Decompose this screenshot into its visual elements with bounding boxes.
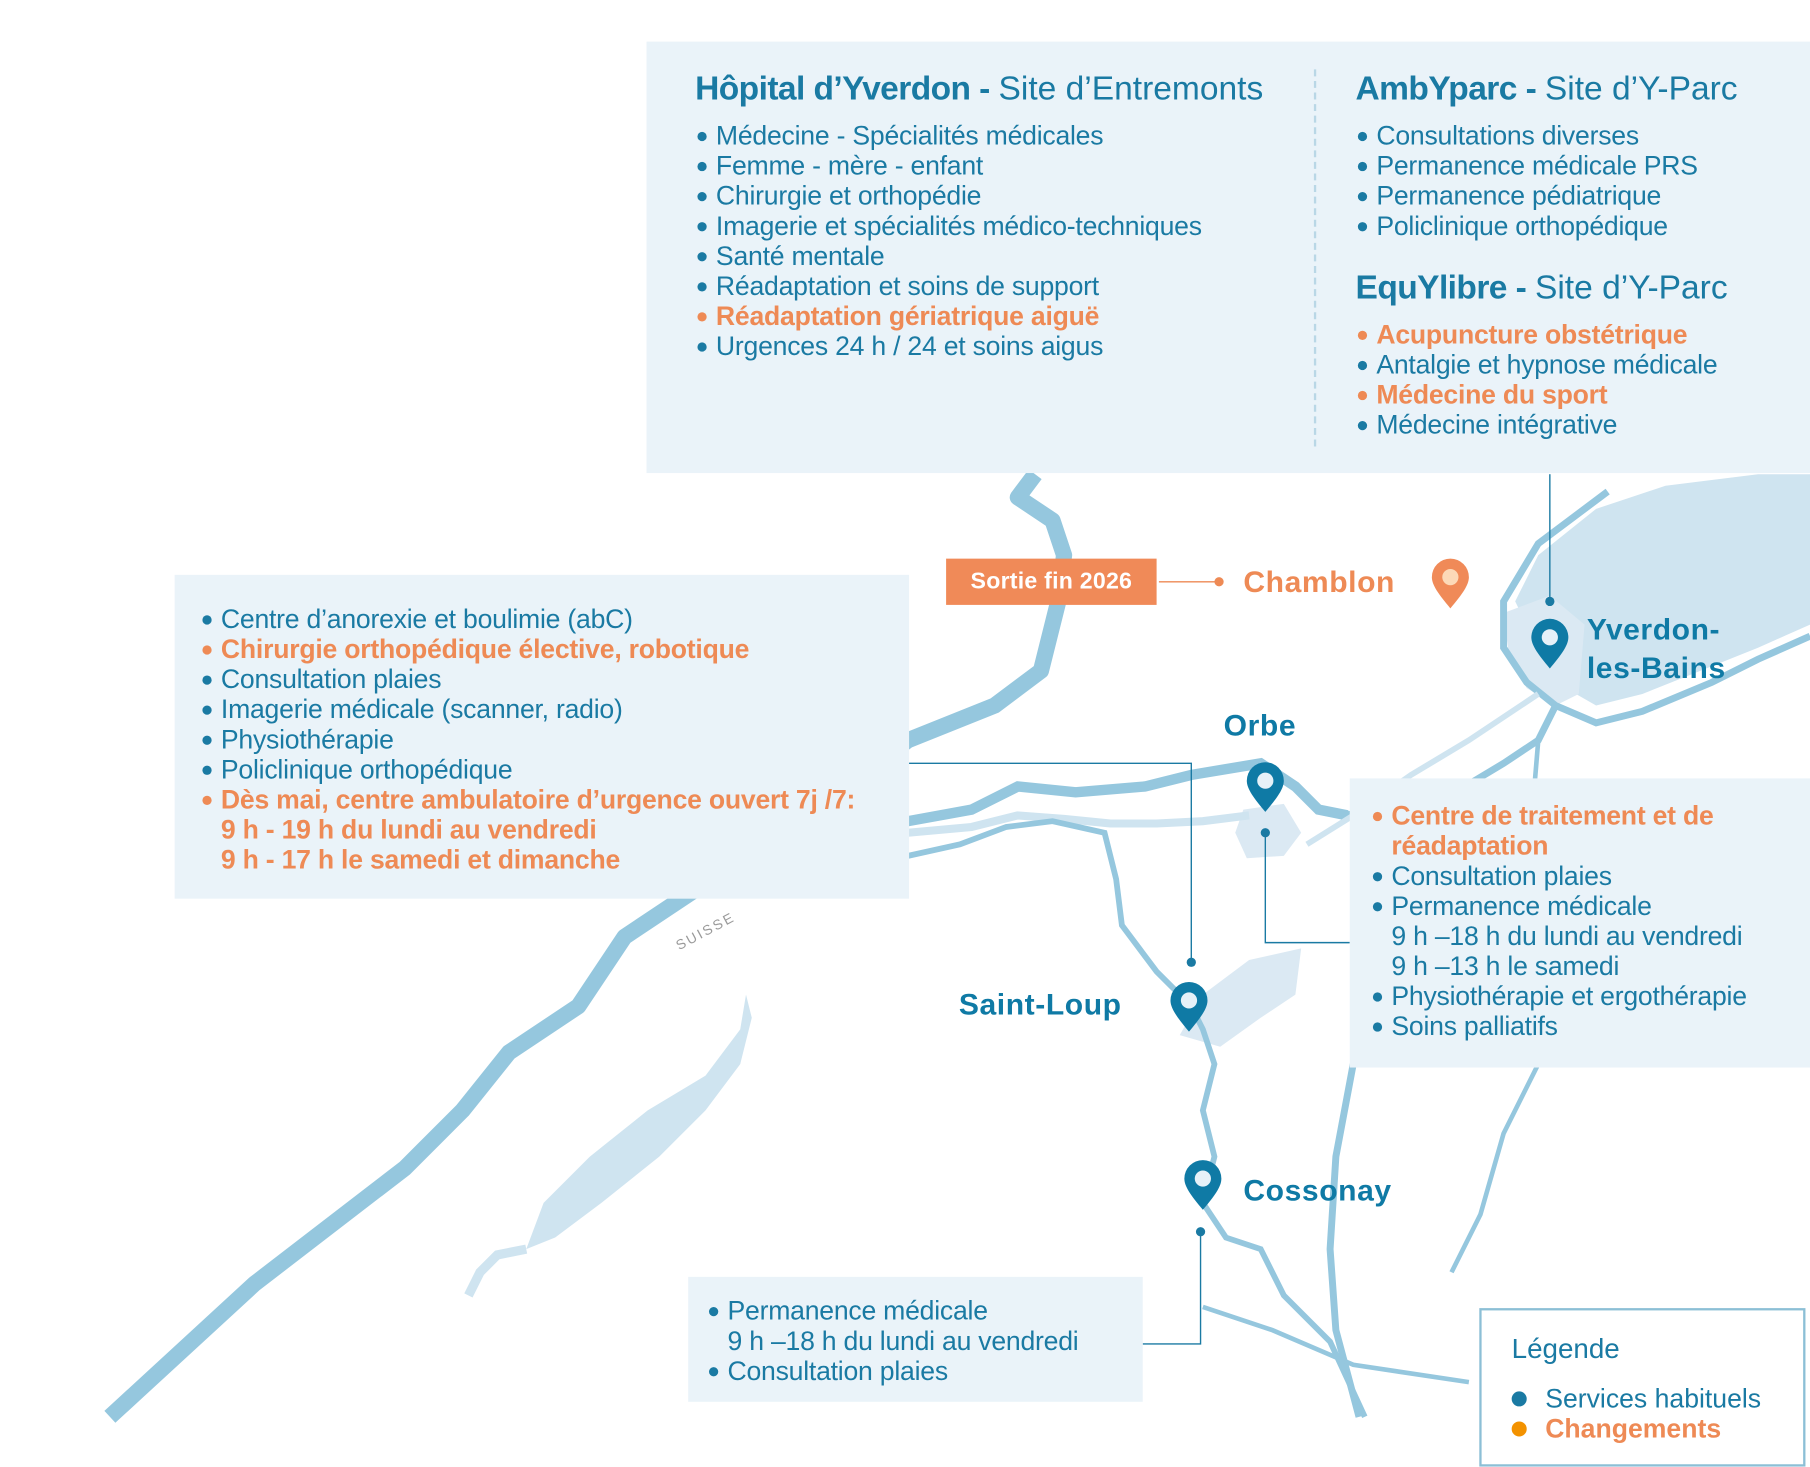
service-item: Femme - mère - enfant xyxy=(695,150,1263,180)
pin-chamblon-icon xyxy=(1431,558,1469,609)
legend-change: Changements xyxy=(1511,1413,1721,1444)
pin-saint-loup-icon xyxy=(1170,981,1208,1032)
service-item: Santé mentale xyxy=(695,241,1263,271)
place-cossonay: Cossonay xyxy=(1243,1172,1392,1208)
service-hours: 9 h - 19 h du lundi au vendredi xyxy=(220,814,597,845)
legend: Légende Services habituels Changements xyxy=(1479,1308,1806,1467)
service-item-change: Acupuncture obstétrique xyxy=(1356,319,1728,349)
service-item: Antalgie et hypnose médicale xyxy=(1356,349,1728,379)
service-item: Chirurgie et orthopédie xyxy=(695,180,1263,211)
column-divider xyxy=(1313,69,1317,447)
service-item: Consultation plaies xyxy=(1371,861,1747,891)
service-item: Médecine - Spécialités médicales xyxy=(695,120,1263,150)
service-item: Permanence médicale xyxy=(1371,891,1747,921)
saint-loup-services: Centre de traitement et de réadaptation … xyxy=(1371,800,1747,1041)
service-item-change: Dès mai, centre ambulatoire d’urgence ou… xyxy=(200,784,855,814)
blue-dot-icon xyxy=(1511,1391,1527,1407)
place-chamblon: Chamblon xyxy=(1243,564,1395,600)
service-item: Imagerie et spécialités médico-technique… xyxy=(695,211,1263,241)
entremonts-title: Hôpital d’Yverdon - Site d’Entremonts xyxy=(695,70,1264,108)
place-orbe: Orbe xyxy=(1223,707,1297,743)
place-saint-loup: Saint-Loup xyxy=(958,986,1122,1022)
ambyparc-title: AmbYparc - Site d’Y-Parc xyxy=(1355,70,1738,108)
service-item-change: Réadaptation gériatrique aiguë xyxy=(695,301,1263,331)
service-item: Permanence médicale xyxy=(707,1295,1079,1325)
sortie-badge: Sortie fin 2026 xyxy=(946,558,1157,605)
entremonts-block: Hôpital d’Yverdon - Site d’Entremonts Mé… xyxy=(695,69,1264,361)
service-item: Permanence pédiatrique xyxy=(1356,180,1738,211)
service-hours: 9 h –18 h du lundi au vendredi xyxy=(1391,920,1743,951)
equylibre-title: EquYlibre - Site d’Y-Parc xyxy=(1355,269,1728,307)
service-item: Centre d’anorexie et boulimie (abC) xyxy=(200,604,855,634)
service-item: Permanence médicale PRS xyxy=(1356,150,1738,180)
service-hours: 9 h –18 h du lundi au vendredi xyxy=(727,1325,1079,1356)
service-item: Consultation plaies xyxy=(707,1356,1079,1386)
service-item: Imagerie médicale (scanner, radio) xyxy=(200,694,855,724)
orange-dot-icon xyxy=(1511,1421,1527,1437)
service-item: Policlinique orthopédique xyxy=(1356,211,1738,241)
equylibre-block: EquYlibre - Site d’Y-Parc Acupuncture ob… xyxy=(1356,268,1728,439)
service-hours: 9 h - 17 h le samedi et dimanche xyxy=(220,844,621,875)
legend-usual: Services habituels xyxy=(1511,1383,1761,1414)
service-item: Consultations diverses xyxy=(1356,120,1738,150)
service-item: Physiothérapie xyxy=(200,724,855,754)
cossonay-services: Permanence médicale 9 h –18 h du lundi a… xyxy=(707,1295,1079,1386)
lake-neuchatel xyxy=(1515,474,1810,706)
service-item: Médecine intégrative xyxy=(1356,409,1728,440)
legend-title: Légende xyxy=(1511,1333,1620,1365)
service-hours: 9 h –13 h le samedi xyxy=(1391,950,1620,981)
pin-orbe-icon xyxy=(1246,762,1284,812)
entremonts-services: Médecine - Spécialités médicales Femme -… xyxy=(695,120,1263,361)
service-item-change: Chirurgie orthopédique élective, robotiq… xyxy=(200,634,855,664)
orbe-services: Centre d’anorexie et boulimie (abC) Chir… xyxy=(200,604,855,875)
service-item-change: Médecine du sport xyxy=(1356,379,1728,409)
service-item-change-cont: réadaptation xyxy=(1391,830,1549,861)
lake-joux xyxy=(526,994,752,1250)
place-yverdon: Yverdon- les-Bains xyxy=(1586,611,1726,685)
service-item: Consultation plaies xyxy=(200,664,855,694)
service-item: Soins palliatifs xyxy=(1371,1011,1747,1041)
pin-yverdon-icon xyxy=(1531,618,1569,669)
service-item: Physiothérapie et ergothérapie xyxy=(1371,981,1747,1011)
service-item: Réadaptation et soins de support xyxy=(695,271,1263,301)
cossonay-services-panel: Permanence médicale 9 h –18 h du lundi a… xyxy=(688,1276,1143,1402)
service-item-change: Centre de traitement et de xyxy=(1371,800,1747,830)
pin-cossonay-icon xyxy=(1184,1160,1222,1210)
saint-loup-services-panel: Centre de traitement et de réadaptation … xyxy=(1349,778,1810,1068)
ambyparc-block: AmbYparc - Site d’Y-Parc Consultations d… xyxy=(1355,69,1738,241)
yverdon-sites-panel: Hôpital d’Yverdon - Site d’Entremonts Mé… xyxy=(646,41,1810,474)
ambyparc-services: Consultations diverses Permanence médica… xyxy=(1356,120,1738,241)
service-item: Urgences 24 h / 24 et soins aigus xyxy=(695,331,1263,361)
orbe-services-panel: Centre d’anorexie et boulimie (abC) Chir… xyxy=(174,574,910,899)
equylibre-services: Acupuncture obstétrique Antalgie et hypn… xyxy=(1356,319,1728,440)
service-item: Policlinique orthopédique xyxy=(200,754,855,784)
